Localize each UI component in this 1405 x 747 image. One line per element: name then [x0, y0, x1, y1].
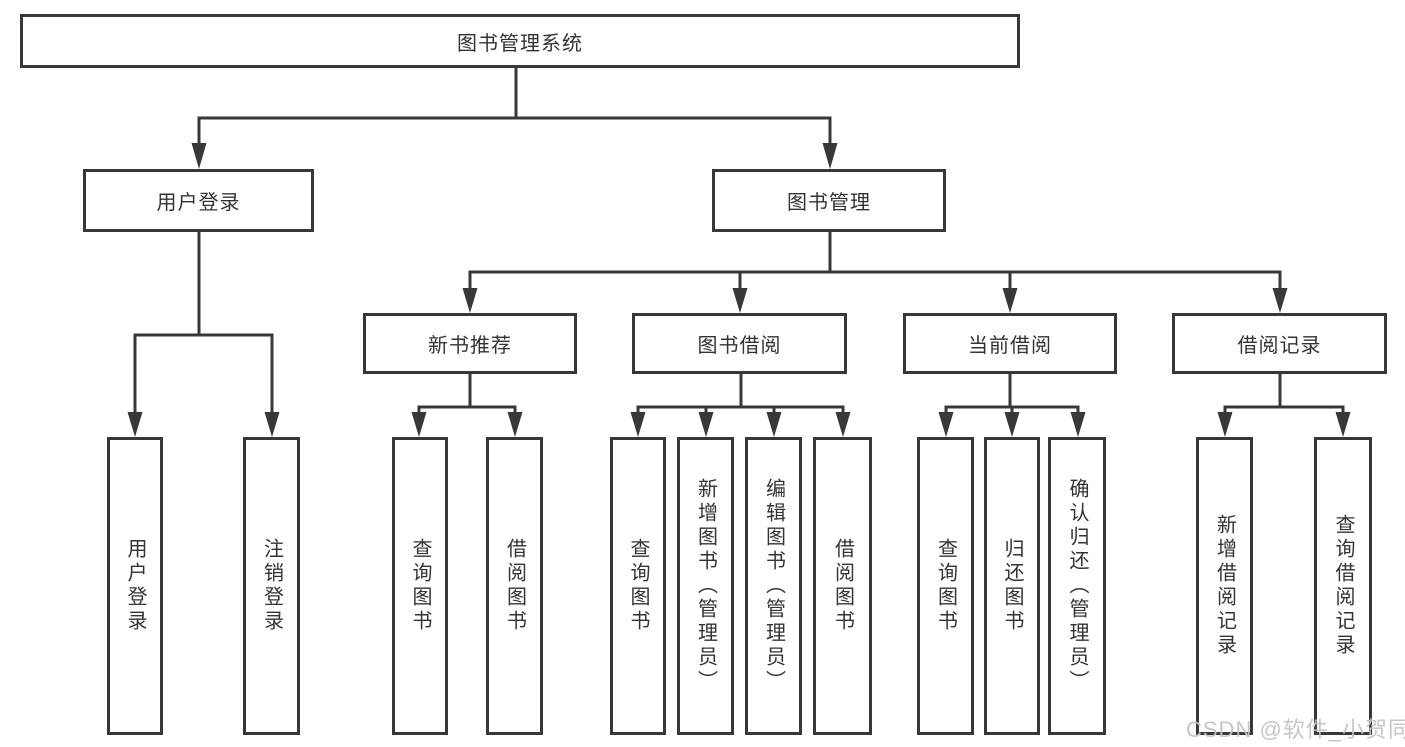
leaf-logout: 注销登录 — [243, 437, 300, 735]
node-user-login: 用户登录 — [83, 169, 314, 232]
node-label: 借阅记录 — [1237, 335, 1322, 357]
node-borrowing-records: 借阅记录 — [1172, 313, 1387, 374]
leaf-records-query-record: 查询借阅记录 — [1314, 437, 1372, 735]
leaf-label: 查询图书 — [627, 538, 649, 634]
leaf-borrowing-add-books-admin: 新增图书（管理员） — [677, 437, 734, 735]
leaf-current-query-books: 查询图书 — [917, 437, 974, 735]
leaf-label: 查询借阅记录 — [1332, 514, 1354, 658]
leaf-label: 归还图书 — [1001, 538, 1023, 634]
csdn-watermark: CSDN @软件_小贺同学 — [1186, 717, 1405, 742]
node-label: 新书推荐 — [428, 335, 512, 357]
node-label: 图书借阅 — [697, 335, 782, 357]
leaf-borrowing-borrow-books: 借阅图书 — [813, 437, 872, 735]
leaf-recommend-query-books: 查询图书 — [392, 437, 448, 735]
leaf-borrowing-edit-books-admin: 编辑图书（管理员） — [745, 437, 802, 735]
node-new-book-recommend: 新书推荐 — [363, 313, 577, 374]
node-label: 用户登录 — [156, 192, 241, 214]
leaf-current-confirm-return-admin: 确认归还（管理员） — [1048, 437, 1106, 735]
leaf-records-add-record: 新增借阅记录 — [1196, 437, 1253, 735]
leaf-user-login: 用户登录 — [107, 437, 163, 735]
node-label: 当前借阅 — [968, 335, 1052, 357]
node-book-management: 图书管理 — [712, 169, 946, 232]
leaf-label: 查询图书 — [409, 538, 431, 634]
leaf-label: 借阅图书 — [831, 538, 854, 634]
leaf-label: 查询图书 — [934, 538, 957, 634]
leaf-recommend-borrow-books: 借阅图书 — [486, 437, 543, 735]
node-book-borrowing: 图书借阅 — [632, 313, 847, 374]
leaf-label: 新增图书（管理员） — [694, 478, 717, 694]
leaf-label: 编辑图书（管理员） — [762, 478, 785, 694]
leaf-label: 借阅图书 — [503, 538, 526, 634]
node-label: 图书管理 — [787, 192, 871, 214]
leaf-label: 用户登录 — [124, 538, 146, 634]
leaf-current-return-books: 归还图书 — [984, 437, 1040, 735]
node-system-root: 图书管理系统 — [20, 14, 1020, 68]
leaf-label: 注销登录 — [260, 538, 283, 634]
leaf-label: 确认归还（管理员） — [1066, 478, 1088, 694]
leaf-borrowing-query-books: 查询图书 — [610, 437, 666, 735]
node-current-borrowing: 当前借阅 — [903, 313, 1117, 374]
leaf-label: 新增借阅记录 — [1213, 514, 1236, 658]
node-label: 图书管理系统 — [457, 32, 583, 55]
